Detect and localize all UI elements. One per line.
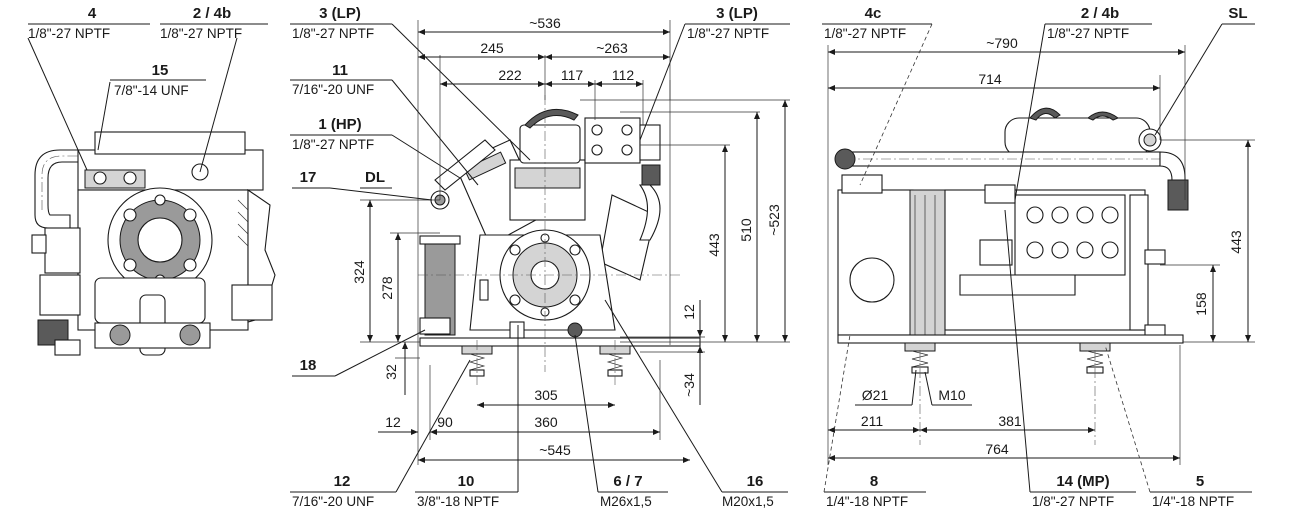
dim-324: 324 — [351, 260, 367, 284]
callout-10: 10 3/8"-18 NPTF — [415, 325, 519, 509]
dim-510: 510 — [738, 218, 754, 242]
callout-thread: 1/8"-27 NPTF — [1047, 26, 1129, 41]
callout-4: 4 1/8"-27 NPTF — [28, 5, 150, 41]
callout-thread: 1/8"-27 NPTF — [28, 26, 110, 41]
dim-764: 764 — [985, 441, 1009, 457]
callout-number: 3 (LP) — [716, 5, 758, 22]
callout-thread: 7/16"-20 UNF — [292, 494, 374, 509]
dim-211: 211 — [861, 413, 884, 429]
left-view-drawing — [27, 37, 276, 356]
callout-11: 11 7/16"-20 UNF — [290, 62, 479, 186]
callout-number: 17 — [300, 169, 317, 186]
dim-443: 443 — [706, 233, 722, 257]
dim-305: 305 — [534, 387, 558, 403]
dim-545: ~545 — [539, 442, 571, 458]
callout-number: 10 — [458, 473, 475, 490]
callout-17: 17 — [292, 169, 433, 201]
front-dimensions: ~536 245 ~263 222 117 112 443 510 ~523 1… — [351, 15, 790, 465]
callout-16: 16 M20x1,5 — [604, 299, 788, 509]
callout-number: SL — [1228, 5, 1247, 22]
dim-diameter-21: Ø21 — [862, 387, 889, 403]
dim-443-side: 443 — [1228, 230, 1244, 254]
callout-number: 4 — [88, 5, 97, 22]
callout-number: 11 — [332, 62, 348, 79]
callout-8: 8 1/4"-18 NPTF — [823, 334, 926, 509]
callout-3-lp-right: 3 (LP) 1/8"-27 NPTF — [639, 5, 790, 141]
dim-m10: M10 — [938, 387, 965, 403]
callout-6-7: 6 / 7 M26x1,5 — [574, 334, 668, 509]
callout-2-4b-side: 2 / 4b 1/8"-27 NPTF — [1014, 5, 1152, 201]
dim-90: 90 — [437, 414, 453, 430]
callout-thread: 1/8"-27 NPTF — [1032, 494, 1114, 509]
callout-thread: 1/8"-27 NPTF — [687, 26, 769, 41]
callout-3-lp-left: 3 (LP) 1/8"-27 NPTF — [290, 5, 531, 161]
callout-thread: 1/4"-18 NPTF — [826, 494, 908, 509]
callout-number: 15 — [152, 62, 169, 79]
dim-12-vertical: 12 — [681, 304, 697, 320]
dim-222: 222 — [498, 67, 522, 83]
dim-158: 158 — [1193, 292, 1209, 316]
dim-278: 278 — [379, 276, 395, 300]
callout-number: 12 — [334, 473, 351, 490]
callout-1-hp: 1 (HP) 1/8"-27 NPTF — [290, 116, 461, 179]
callout-14-mp: 14 (MP) 1/8"-27 NPTF — [1004, 209, 1136, 509]
callout-number: 6 / 7 — [613, 473, 642, 490]
callout-12: 12 7/16"-20 UNF — [290, 359, 471, 509]
dim-112: 112 — [612, 67, 635, 83]
callout-thread: 7/16"-20 UNF — [292, 82, 374, 97]
callout-thread: 1/8"-27 NPTF — [292, 26, 374, 41]
dim-34: ~34 — [681, 373, 697, 397]
dim-360: 360 — [534, 414, 558, 430]
dim-790: ~790 — [986, 35, 1018, 51]
dim-263: ~263 — [596, 40, 628, 56]
callout-15: 15 7/8"-14 UNF — [110, 62, 206, 98]
callout-5: 5 1/4"-18 NPTF — [1104, 344, 1252, 509]
callout-thread: 3/8"-18 NPTF — [417, 494, 499, 509]
callout-4c: 4c 1/8"-27 NPTF — [822, 5, 933, 186]
callout-number: 3 (LP) — [319, 5, 361, 22]
side-view-drawing — [834, 107, 1189, 445]
callout-thread: 1/8"-27 NPTF — [160, 26, 242, 41]
callout-number: 1 (HP) — [318, 116, 361, 133]
callout-thread: M20x1,5 — [722, 494, 774, 509]
callout-sl: SL — [1154, 5, 1255, 136]
dim-381: 381 — [998, 413, 1022, 429]
callout-thread: 1/8"-27 NPTF — [824, 26, 906, 41]
callout-dl: DL — [360, 169, 392, 189]
callout-number: DL — [365, 169, 385, 186]
callout-number: 5 — [1196, 473, 1204, 490]
callout-number: 14 (MP) — [1056, 473, 1109, 490]
callout-number: 16 — [747, 473, 764, 490]
callout-18: 18 — [292, 329, 426, 377]
callout-thread: 1/4"-18 NPTF — [1152, 494, 1234, 509]
front-view-drawing — [418, 95, 701, 385]
callout-number: 2 / 4b — [1081, 5, 1119, 22]
callout-number: 4c — [865, 5, 882, 22]
dim-12-horizontal: 12 — [385, 414, 401, 430]
callout-thread: M26x1,5 — [600, 494, 652, 509]
callout-number: 18 — [300, 357, 317, 374]
dim-245: 245 — [480, 40, 504, 56]
callout-thread: 7/8"-14 UNF — [114, 83, 189, 98]
dim-523: ~523 — [766, 204, 782, 236]
dim-32: 32 — [383, 364, 399, 380]
dim-117: 117 — [561, 67, 584, 83]
dim-total-width: ~536 — [529, 15, 561, 31]
callout-number: 2 / 4b — [193, 5, 231, 22]
callout-number: 8 — [870, 473, 878, 490]
callout-2-4b: 2 / 4b 1/8"-27 NPTF — [160, 5, 268, 41]
dim-714: 714 — [978, 71, 1002, 87]
side-dimensions: ~790 714 443 158 Ø21 M10 211 381 764 — [827, 35, 1255, 465]
callout-thread: 1/8"-27 NPTF — [292, 137, 374, 152]
